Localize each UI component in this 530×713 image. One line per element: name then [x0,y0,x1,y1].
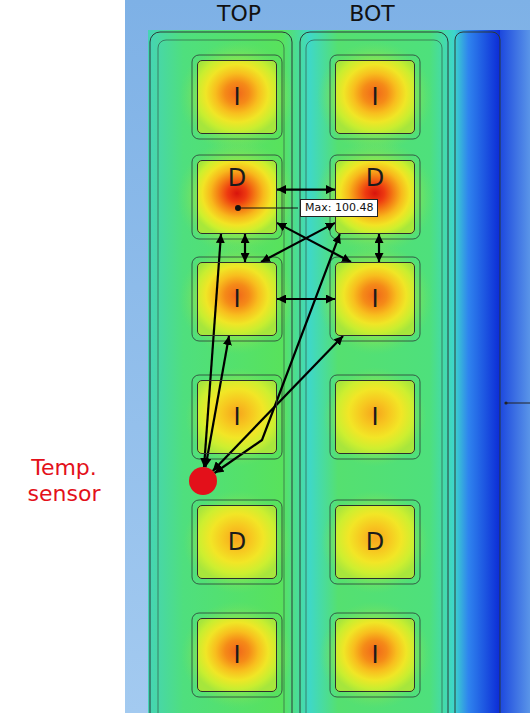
chip-type-letter: D [366,528,384,556]
probe-dot [504,401,507,404]
chip-pad-outline [192,613,282,697]
max-temperature-callout: Max: 100.48 [300,199,378,217]
sensor-label: Temp. sensor [12,455,116,507]
chip-pad-outline [330,155,420,239]
chip-heat-spot [197,505,277,579]
thermal-coupling-arrow [277,223,351,262]
diode-chip: D [335,160,415,234]
trace-outline [306,40,442,713]
chip-type-letter: I [233,285,240,313]
chip-pad-outline [330,613,420,697]
chip-pad-outline [330,375,420,459]
probe-line [506,403,530,404]
igbt-chip: I [197,618,277,692]
thermal-coupling-arrow [277,298,335,300]
substrate-outline [455,32,500,713]
igbt-chip: I [335,60,415,134]
heat-glow [315,139,435,255]
thermal-coupling-arrow [261,223,335,262]
thermal-coupling-arrow [214,234,339,473]
chip-type-letter: I [371,285,378,313]
chip-type-letter: I [233,403,240,431]
trace-outline [158,40,284,713]
chip-heat-spot [335,160,415,234]
chip-type-letter: D [228,164,246,192]
chip-heat-spot [197,262,277,336]
heat-glow [183,490,291,594]
column-heading: TOP [189,0,289,28]
heat-glow [179,41,295,153]
heat-glow [317,243,433,355]
chip-type-letter: I [233,641,240,669]
substrate-outlines [150,32,500,713]
igbt-chip: I [197,262,277,336]
temperature-sensor: Temp. sensor [189,467,217,495]
igbt-chip: I [197,60,277,134]
thermal-coupling-arrow [378,234,380,262]
chip-type-letter: D [366,164,384,192]
diode-chip: D [197,505,277,579]
chip-type-letter: I [371,83,378,111]
chip-heat-spot [335,618,415,692]
chip-type-letter: I [371,641,378,669]
chip-heat-spot [335,505,415,579]
thermal-coupling-arrow [277,189,335,191]
thermal-coupling-arrow [213,336,343,471]
igbt-chip: I [335,618,415,692]
column-heading: BOT [322,0,422,28]
heat-glow [317,41,433,153]
igbt-chip: I [197,380,277,454]
thermal-coupling-arrow [244,234,246,262]
max-leader-line [241,208,298,209]
heat-glow [321,490,429,594]
baseplate-field [148,30,500,713]
chip-pad-outline [192,257,282,341]
chip-type-letter: I [371,403,378,431]
chip-pad-outline [192,55,282,139]
chip-heat-spot [335,380,415,454]
heat-glow [185,367,289,467]
heat-glow [319,601,431,709]
chip-pad-outline [192,155,282,239]
heat-glow [177,139,297,255]
chip-heat-spot [335,60,415,134]
diode-chip: D [197,160,277,234]
ambient-ground [125,0,530,713]
heat-glow [181,601,293,709]
chip-type-letter: D [228,528,246,556]
chip-heat-spot [197,60,277,134]
substrate-outline [300,32,448,713]
chip-pad-outline [330,500,420,584]
igbt-chip: I [335,380,415,454]
chip-type-letter: I [233,83,240,111]
max-point-dot [235,205,241,211]
thermal-coupling-arrow [205,336,229,467]
chip-pad-outline [192,500,282,584]
cold-edge [500,30,530,713]
igbt-chip: I [335,262,415,336]
chip-heat-spot [335,262,415,336]
chip-heat-spot [197,160,277,234]
diode-chip: D [335,505,415,579]
chip-pad-outline [330,257,420,341]
heat-glow [323,367,427,467]
substrate-outline [150,32,292,713]
chip-heat-spot [197,618,277,692]
chip-pad-outline [330,55,420,139]
